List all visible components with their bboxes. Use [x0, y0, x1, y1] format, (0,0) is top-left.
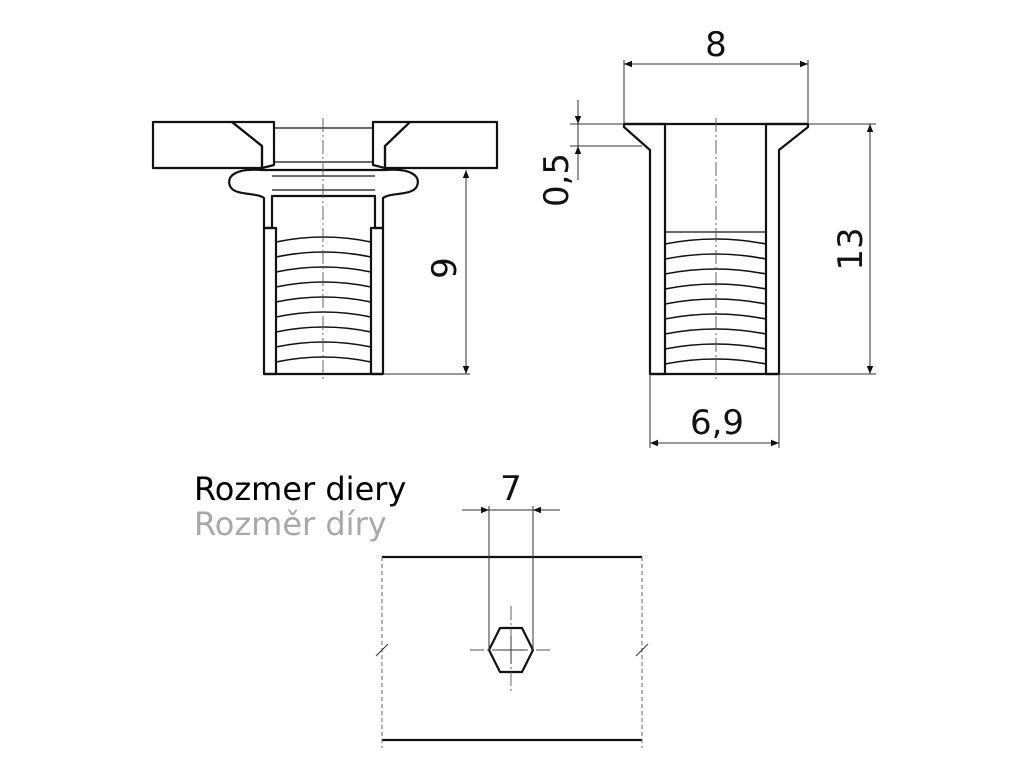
thread-line — [664, 238, 767, 245]
break-mark-right — [635, 643, 649, 657]
nut-section-view — [622, 118, 810, 380]
dimension-flange-diameter: 8 — [623, 25, 809, 124]
dimension-label-7: 7 — [500, 469, 522, 509]
dimension-label-13: 13 — [831, 227, 871, 270]
nut-section-right — [764, 122, 810, 376]
thread-line — [664, 358, 767, 365]
hole-view — [375, 555, 649, 748]
thread-line — [275, 281, 372, 288]
thread-lines-right — [664, 238, 767, 365]
caption-secondary: Rozměr díry — [194, 505, 387, 543]
nut-bulge — [228, 168, 419, 230]
thread-line — [275, 356, 372, 363]
break-mark-left — [375, 643, 389, 657]
nut-body-wall-left — [262, 226, 278, 376]
nut-body-wall-right — [369, 226, 385, 376]
thread-line — [275, 266, 372, 273]
thread-line — [275, 341, 372, 348]
installed-nut-view — [151, 118, 499, 380]
thread-line — [664, 343, 767, 350]
dimension-label-8: 8 — [705, 25, 727, 65]
dimension-flange-thickness: 0,5 — [537, 100, 642, 207]
thread-line — [275, 251, 372, 258]
thread-lines-left — [275, 236, 372, 363]
thread-line — [664, 253, 767, 260]
dimension-label-6-9: 6,9 — [690, 403, 744, 443]
dimension-total-length: 13 — [779, 123, 876, 375]
thread-line — [664, 268, 767, 275]
dimension-hole-size: 7 — [462, 469, 560, 650]
thread-line — [275, 296, 372, 303]
thread-line — [275, 236, 372, 243]
nut-head-left — [230, 120, 276, 170]
thread-line — [275, 326, 372, 333]
thread-line — [664, 328, 767, 335]
sheet-left — [151, 120, 264, 170]
dimension-label-9: 9 — [425, 257, 465, 279]
thread-line — [664, 283, 767, 290]
caption-primary: Rozmer diery — [194, 470, 406, 508]
dimension-left-length: 9 — [383, 170, 470, 375]
thread-line — [664, 298, 767, 305]
thread-line — [275, 311, 372, 318]
nut-section-left — [622, 122, 667, 376]
thread-line — [664, 313, 767, 320]
dimension-label-0-5: 0,5 — [537, 153, 577, 207]
dimension-body-diameter: 6,9 — [649, 374, 780, 448]
nut-head-right — [371, 120, 412, 170]
